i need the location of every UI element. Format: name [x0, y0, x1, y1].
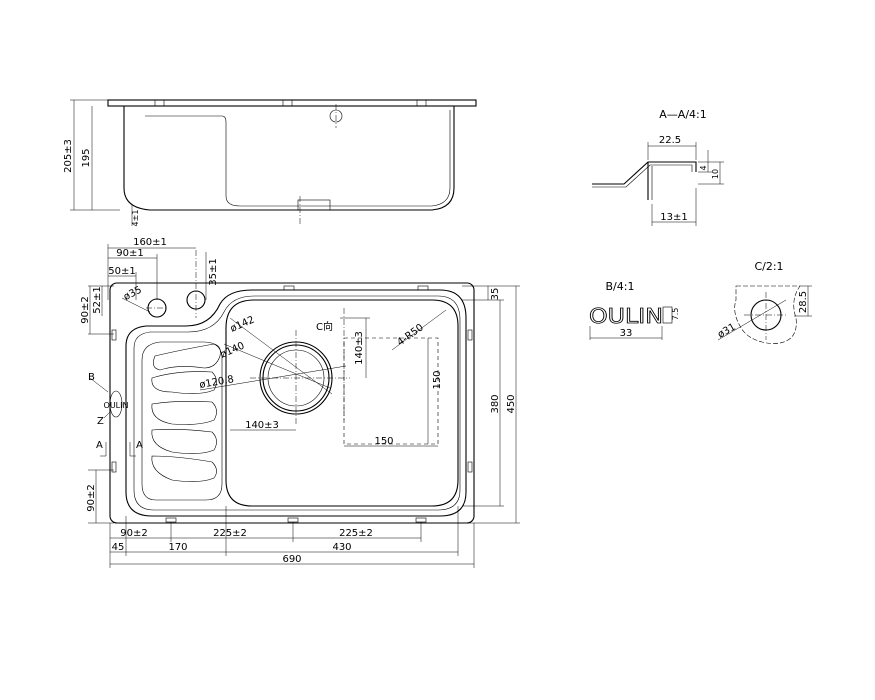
detail-c-outline	[734, 285, 801, 344]
dim-aa-bottom: 13±1	[660, 212, 687, 223]
dim-aa-h1: 4	[699, 165, 708, 170]
dim-aa-top: 22.5	[659, 135, 681, 146]
detail-b: B/4:1 OULIN 33 7.5	[589, 280, 680, 340]
side-view-clip	[154, 99, 165, 107]
section-aa-profile-inner	[592, 164, 693, 188]
leader-line	[89, 377, 109, 393]
plan-clip	[111, 329, 117, 341]
dim-b-width: 33	[620, 328, 633, 339]
drainer-rib	[151, 455, 217, 482]
plan-view-drainer	[141, 341, 223, 501]
dim-outer-height: 450	[506, 394, 517, 413]
dim-left-bottom-90: 90±2	[86, 484, 97, 511]
side-view-bowl-inner	[145, 110, 451, 207]
dim-seg-45: 45	[112, 542, 125, 553]
side-view-clip	[282, 99, 293, 107]
dim-bottom-225-b: 225±2	[339, 528, 373, 539]
plan-clip	[467, 461, 473, 473]
dim-hole-offset-b: 50±1	[108, 266, 135, 277]
drainer-rib	[151, 371, 217, 394]
plan-clip	[283, 285, 295, 291]
marker-a-left: A	[96, 440, 103, 451]
drainer-rib	[151, 401, 217, 425]
plan-logo-text: OULIN	[104, 401, 129, 410]
dim-c-dia: ø31	[716, 322, 738, 341]
marker-b: B	[88, 372, 95, 383]
leader-line	[391, 309, 447, 351]
dim-side-bowl-depth: 195	[81, 148, 92, 167]
section-aa: A—A/4:1 22.5 4 10 13±1	[592, 108, 724, 226]
plan-clip	[417, 285, 429, 291]
dim-hole-offset-a: 90±1	[116, 248, 143, 259]
dim-drain-150-v: 150	[432, 370, 443, 389]
leader-line	[103, 411, 111, 419]
detail-b-title: B/4:1	[606, 280, 635, 293]
dim-corner-radius: 4-R50	[395, 322, 425, 348]
dim-seg-170: 170	[168, 542, 187, 553]
dim-left-90: 90±2	[80, 296, 91, 323]
plan-clip	[467, 329, 473, 341]
plan-clip	[165, 517, 177, 523]
plan-view-outer-rim	[109, 282, 475, 524]
dim-bottom-90: 90±2	[120, 528, 147, 539]
marker-z: Z	[97, 416, 104, 427]
dim-seg-430: 430	[332, 542, 351, 553]
dim-top-35: 35	[490, 288, 501, 301]
detail-c: C/2:1 ø31 28.5	[716, 260, 812, 344]
drainer-rib	[151, 429, 217, 454]
dim-radius-142: ø142	[229, 314, 257, 334]
plan-view-main-bowl	[225, 299, 459, 507]
plan-clip	[287, 517, 299, 523]
side-view-clip	[416, 99, 427, 107]
side-view: 205±3 195 4±1	[63, 99, 477, 227]
dim-radius-140: ø140	[219, 340, 247, 360]
leader-line	[121, 297, 151, 313]
dim-side-drain-offset: 4±1	[131, 210, 140, 227]
dim-drain-140-v: 140±3	[354, 331, 365, 365]
side-view-drain	[297, 199, 331, 211]
dim-inner-height: 380	[490, 394, 501, 413]
dim-bottom-225-a: 225±2	[213, 528, 247, 539]
label-c-view: C向	[316, 320, 333, 333]
leader-line	[199, 365, 347, 391]
dim-hole-dia: ø35	[122, 285, 144, 304]
detail-b-logo: OULIN	[589, 304, 663, 328]
dim-tap-offset: 160±1	[133, 237, 167, 248]
plan-view: 160±1 90±1 50±1 ø35 35±1 90±2 52±1 90±2 …	[80, 237, 520, 568]
plan-logo-mark	[109, 390, 123, 418]
plan-clip	[111, 461, 117, 473]
detail-b-logo-box	[662, 306, 673, 324]
leader-line	[229, 317, 333, 395]
dim-c-height: 28.5	[798, 291, 809, 313]
dim-drain-140-h: 140±3	[245, 420, 279, 431]
dim-b-height: 7.5	[671, 308, 680, 321]
leader-line	[717, 299, 787, 341]
dim-hole-top: 35±1	[208, 258, 219, 285]
marker-a-right: A	[136, 440, 143, 451]
drainer-rib	[153, 343, 221, 371]
leader-line	[223, 343, 331, 389]
side-view-bowl-outer	[123, 106, 455, 211]
plan-clip	[415, 517, 427, 523]
detail-c-title: C/2:1	[754, 260, 783, 273]
section-aa-title: A—A/4:1	[659, 108, 706, 121]
plan-view-inner-outline-2	[133, 295, 461, 511]
dim-drain-150-h: 150	[374, 436, 393, 447]
dim-radius-120: ø120.8	[199, 374, 235, 391]
dim-side-overall-depth: 205±3	[63, 139, 74, 173]
dim-overall-width: 690	[282, 554, 301, 565]
dim-aa-h2: 10	[711, 169, 720, 179]
dim-left-52: 52±1	[92, 286, 103, 313]
plan-view-inner-outline	[125, 289, 467, 517]
